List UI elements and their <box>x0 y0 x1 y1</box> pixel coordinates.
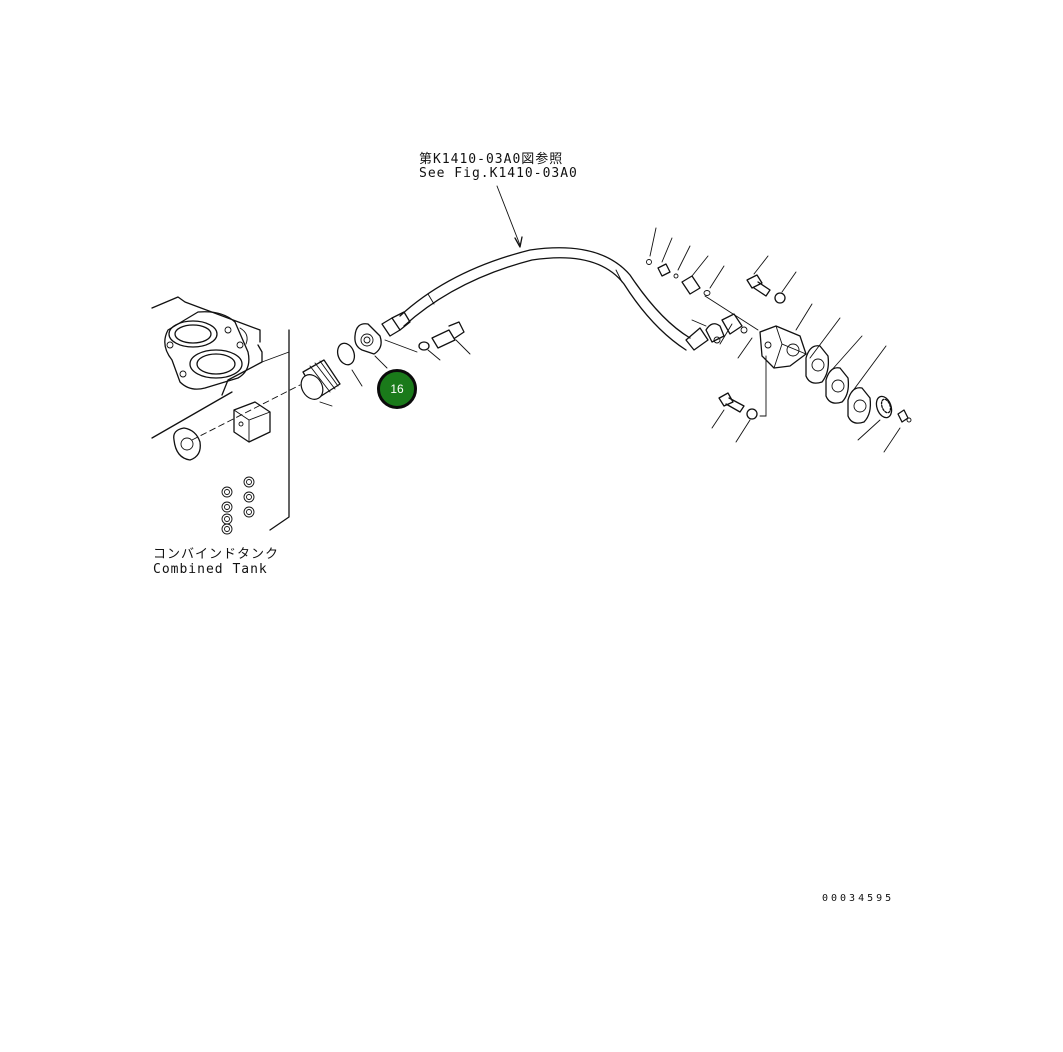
reference-label-jp: 第K1410-03A0図参照 <box>419 152 564 167</box>
pump-assembly <box>646 227 912 453</box>
drawing-number: 00034595 <box>822 893 895 904</box>
hose <box>399 185 709 351</box>
combined-tank <box>151 296 301 535</box>
reference-label-en: See Fig.K1410-03A0 <box>419 166 578 181</box>
part-callout-16[interactable]: 16 <box>377 369 417 409</box>
tank-label-jp: コンバインドタンク <box>153 547 280 562</box>
tank-label-en: Combined Tank <box>153 562 268 577</box>
strainer-assembly <box>300 311 471 407</box>
